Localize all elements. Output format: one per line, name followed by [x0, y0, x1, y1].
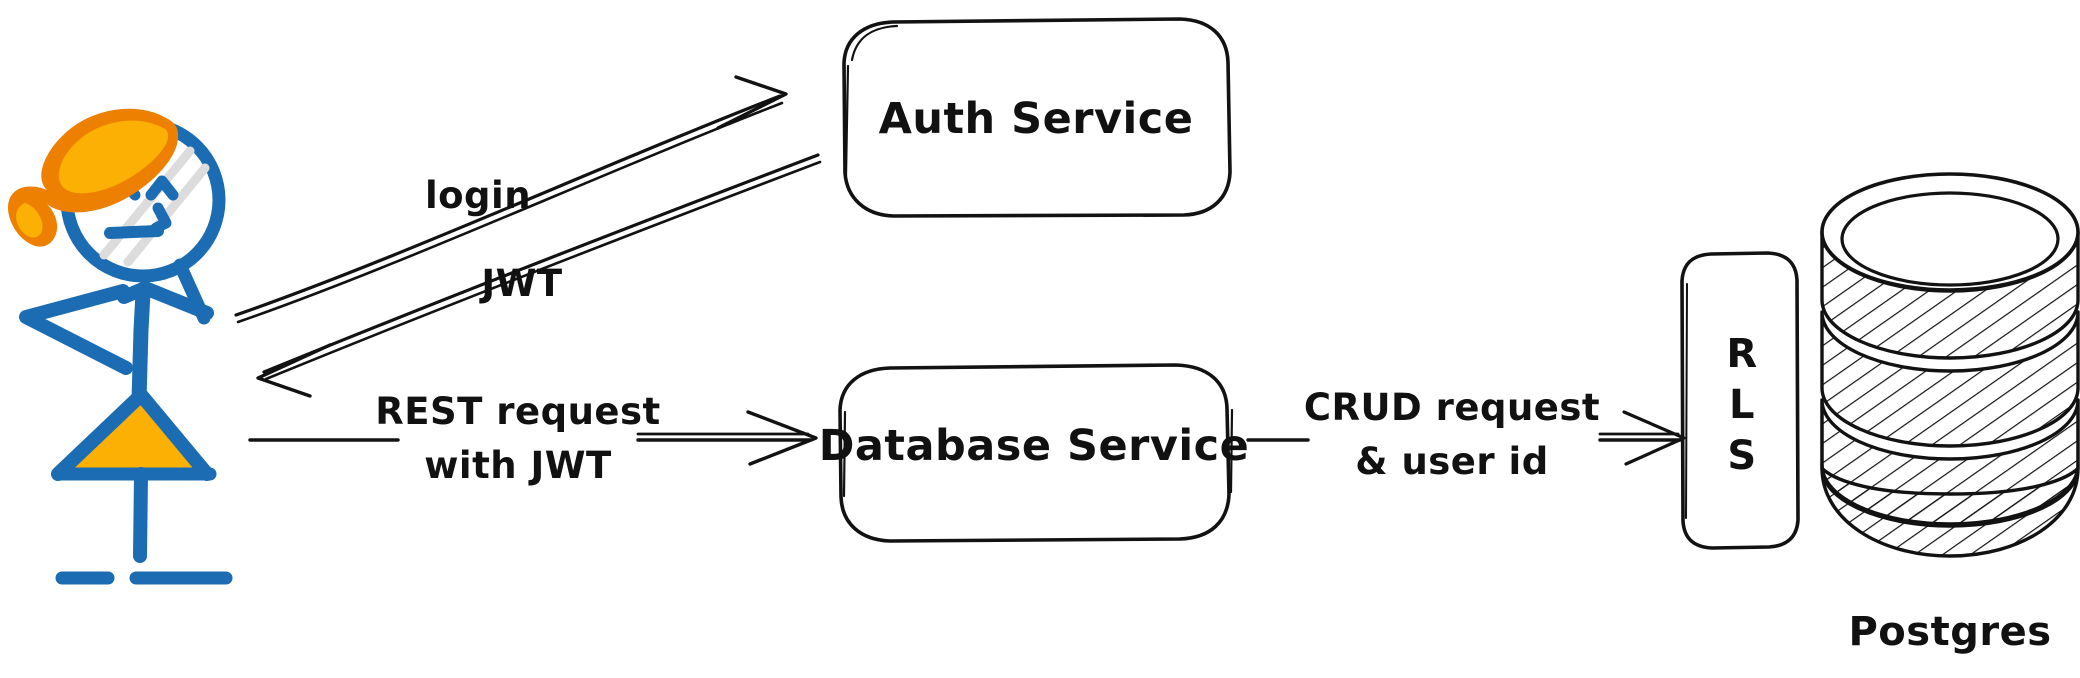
node-rls[interactable]	[1680, 251, 1800, 550]
figure-mouth-icon	[104, 225, 164, 239]
node-database-service[interactable]	[838, 363, 1234, 543]
database-service-label: Database Service	[819, 421, 1250, 471]
edge-jwt-label: JWT	[478, 262, 563, 305]
edge-crud-label-line1: CRUD request	[1304, 386, 1600, 429]
rls-letter-l: L	[1729, 382, 1755, 428]
figure-leg-icon	[133, 467, 148, 563]
node-auth-service[interactable]	[842, 17, 1232, 218]
auth-service-label: Auth Service	[879, 94, 1194, 144]
edge-rest-request	[248, 410, 818, 466]
user-stick-figure	[8, 108, 233, 585]
rls-letter-s: S	[1727, 433, 1756, 479]
node-postgres-database[interactable]	[1820, 172, 2080, 558]
edge-rest-label-line1: REST request	[375, 390, 661, 433]
postgres-label: Postgres	[1848, 609, 2051, 655]
rls-letter-r: R	[1726, 331, 1757, 377]
figure-skirt-icon	[62, 398, 206, 474]
edge-login	[234, 75, 788, 324]
figure-hat-highlight-icon	[58, 120, 169, 194]
figure-torso-icon	[131, 285, 151, 408]
figure-hat-knot-icon	[16, 203, 43, 238]
figure-arm-left-icon	[19, 284, 133, 375]
edge-rest-label-line2: with JWT	[424, 444, 612, 487]
edge-crud-label-line2: & user id	[1355, 440, 1548, 483]
edge-jwt	[256, 153, 822, 398]
edge-login-label: login	[425, 174, 531, 217]
figure-skirt-left-edge-icon	[51, 389, 147, 481]
figure-skirt-right-edge-icon	[135, 389, 214, 481]
